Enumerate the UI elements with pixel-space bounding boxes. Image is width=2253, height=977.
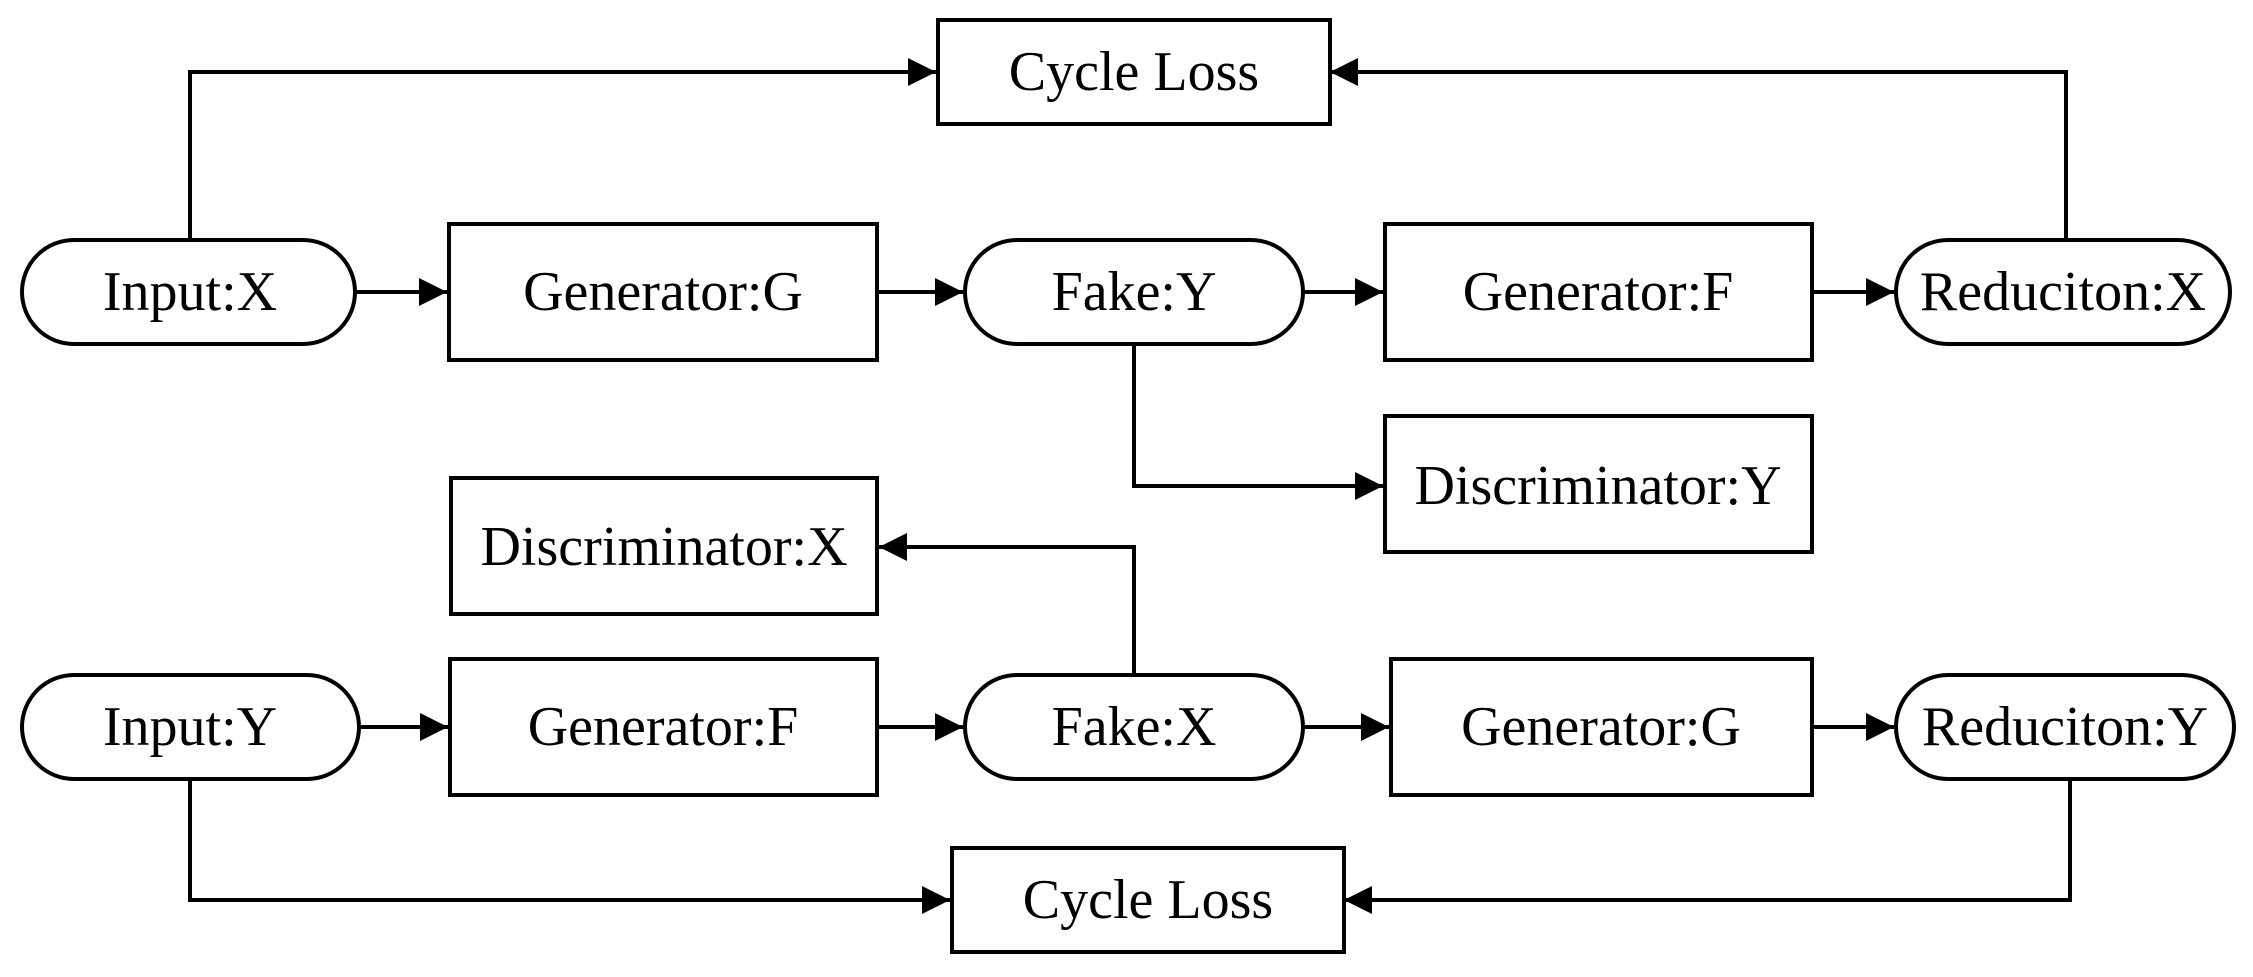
edge-input-x-to-cycle-loss xyxy=(188,58,936,240)
fake-x-node: Fake:X xyxy=(963,673,1305,781)
discriminator-y-label: Discriminator:Y xyxy=(1414,455,1781,517)
reduction-y-node: Reduciton:Y xyxy=(1894,673,2236,781)
fake-x-label: Fake:X xyxy=(1052,696,1217,758)
bottom-cycle-loss-label: Cycle Loss xyxy=(1023,869,1273,931)
discriminator-x-label: Discriminator:X xyxy=(480,516,847,578)
top-generator-g-label: Generator:G xyxy=(523,261,803,323)
input-y-label: Input:Y xyxy=(103,696,277,758)
top-generator-g-box: Generator:G xyxy=(447,222,879,362)
reduction-x-label: Reduciton:X xyxy=(1920,261,2206,323)
top-cycle-loss-box: Cycle Loss xyxy=(936,18,1332,126)
bottom-cycle-loss-box: Cycle Loss xyxy=(950,846,1346,954)
edge-fake-x-to-discriminator-x xyxy=(879,533,1136,675)
bottom-generator-f-box: Generator:F xyxy=(448,657,879,797)
input-x-node: Input:X xyxy=(20,238,357,346)
top-generator-f-box: Generator:F xyxy=(1383,222,1814,362)
input-y-node: Input:Y xyxy=(20,673,361,781)
bottom-generator-g-box: Generator:G xyxy=(1389,657,1814,797)
top-generator-f-label: Generator:F xyxy=(1463,261,1734,323)
fake-y-node: Fake:Y xyxy=(963,238,1305,346)
fake-y-label: Fake:Y xyxy=(1052,261,1217,323)
edge-reduction-y-to-cycle-loss xyxy=(1344,780,2072,914)
discriminator-x-box: Discriminator:X xyxy=(449,476,879,616)
top-cycle-loss-label: Cycle Loss xyxy=(1009,41,1259,103)
reduction-y-label: Reduciton:Y xyxy=(1922,696,2208,758)
edge-input-y-to-cycle-loss xyxy=(188,780,950,914)
reduction-x-node: Reduciton:X xyxy=(1894,238,2232,346)
bottom-generator-f-label: Generator:F xyxy=(528,696,799,758)
bottom-generator-g-label: Generator:G xyxy=(1461,696,1741,758)
discriminator-y-box: Discriminator:Y xyxy=(1383,414,1814,554)
edge-reduction-x-to-cycle-loss xyxy=(1330,58,2068,240)
edge-fake-y-to-discriminator-y xyxy=(1132,345,1383,500)
input-x-label: Input:X xyxy=(103,261,277,323)
